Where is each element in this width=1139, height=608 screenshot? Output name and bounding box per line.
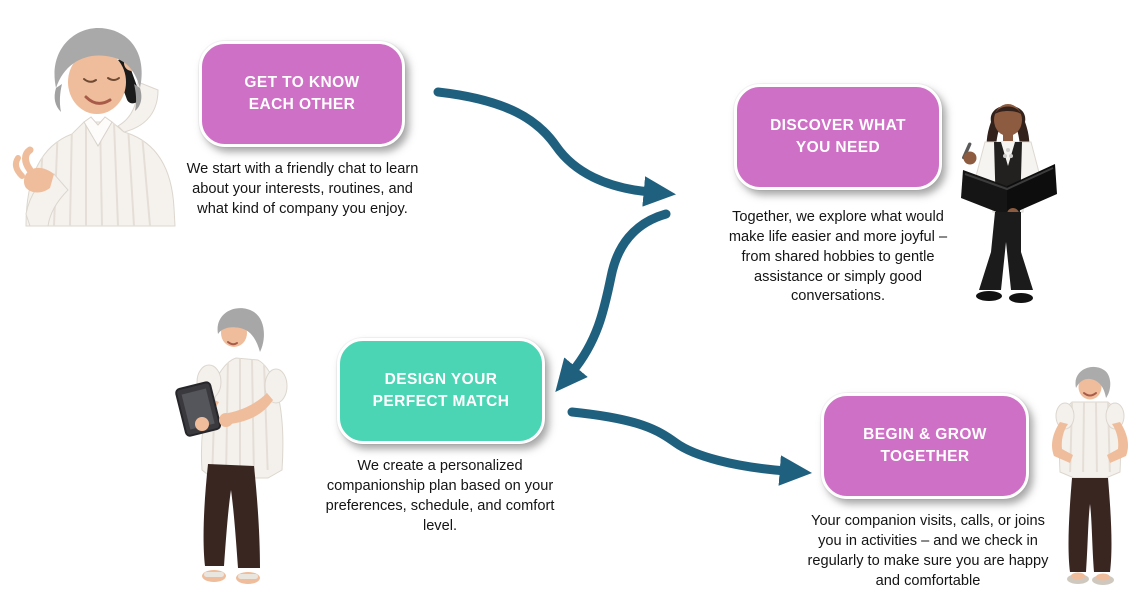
shoe [976, 291, 1002, 301]
coordinator-with-binder-image [955, 92, 1061, 304]
flow-arrow-step2-to-step3 [555, 209, 671, 393]
closed-eye [107, 77, 120, 81]
hand-with-pen [963, 151, 977, 165]
step-box-design-your-perfect-match: DESIGN YOUR PERFECT MATCH [337, 338, 545, 444]
smile [227, 341, 238, 346]
step-title-line: BEGIN & GROW [863, 426, 987, 444]
step-title-line: DESIGN YOUR [384, 371, 498, 389]
senior-woman-on-phone-image [0, 18, 196, 227]
step-description-begin-grow: Your companion visits, calls, or joins y… [807, 513, 1049, 589]
forearm-sleeve [25, 173, 69, 227]
step-title-line: TOGETHER [880, 448, 970, 465]
right-arm-akimbo [1107, 422, 1128, 463]
gesturing-hand [23, 167, 54, 193]
finger [12, 155, 25, 179]
closed-eye [83, 78, 97, 83]
flow-arrow-step1-to-step2 [433, 87, 676, 207]
binder-pages [964, 167, 1054, 191]
foot [1071, 572, 1085, 580]
brown-pants [203, 464, 260, 568]
necklace [1006, 148, 1010, 152]
senior-woman-hands-on-hips-image [1042, 362, 1138, 592]
step-title-line: DISCOVER WHAT [770, 117, 906, 135]
face [68, 50, 126, 114]
sandal-strap [238, 574, 258, 579]
necklace [1003, 154, 1007, 158]
step-description-get-to-know: We start with a friendly chat to learn a… [186, 161, 419, 217]
shoe [1009, 293, 1033, 303]
hand [219, 413, 233, 427]
step-description-design: We create a personalized companionship p… [325, 458, 555, 534]
foot [1096, 573, 1110, 581]
binder-right [1007, 164, 1057, 216]
neck [1003, 132, 1013, 141]
hair-fringe [995, 106, 1021, 114]
gray-hair [54, 28, 142, 88]
necklace [1009, 154, 1013, 158]
hair-side [134, 84, 142, 111]
right-forearm [228, 393, 273, 424]
step-title-line: EACH OTHER [248, 96, 356, 113]
gray-hair [217, 308, 264, 352]
step-title-line: PERFECT MATCH [372, 393, 510, 410]
brown-pants [1068, 478, 1112, 572]
hair-side [54, 84, 62, 112]
smile [1083, 392, 1097, 397]
black-pants [979, 212, 1033, 290]
sleeve [264, 368, 288, 404]
left-arm-akimbo [1052, 422, 1073, 463]
senior-woman-with-tablet-image [172, 300, 302, 592]
step-title-line: YOU NEED [795, 139, 881, 156]
flow-arrow-step3-to-step4 [567, 407, 813, 486]
step-box-get-to-know-each-other: GET TO KNOW EACH OTHER [199, 41, 405, 147]
step-box-begin-and-grow-together: BEGIN & GROW TOGETHER [821, 393, 1029, 499]
vest-opening [1001, 142, 1015, 166]
smile [84, 95, 112, 105]
face [994, 104, 1022, 136]
step-title-line: GET TO KNOW [244, 74, 360, 92]
step-description-discover: Together, we explore what would make lif… [728, 209, 948, 305]
binder-left [961, 170, 1007, 216]
collar [83, 116, 113, 147]
gray-hair [1075, 366, 1111, 398]
sandal-strap [204, 572, 224, 577]
step-box-discover-what-you-need: DISCOVER WHAT YOU NEED [734, 84, 942, 190]
finger [22, 146, 34, 174]
hand [195, 417, 209, 431]
